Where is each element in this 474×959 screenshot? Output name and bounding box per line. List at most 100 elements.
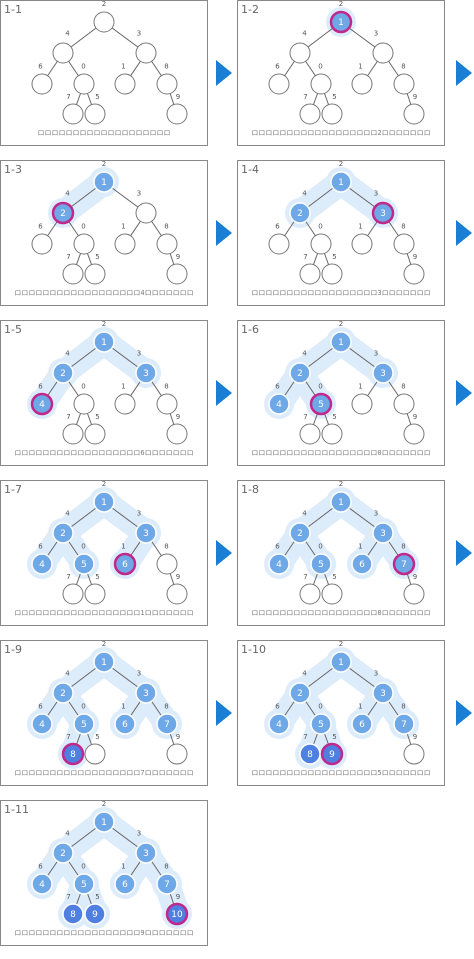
- visited-node: [330, 331, 352, 353]
- tree-node: [403, 263, 425, 285]
- edge-label: 6: [38, 703, 43, 711]
- edge-label: 8: [401, 63, 405, 71]
- edge-label: 0: [318, 63, 322, 71]
- node-order-label: 6: [122, 880, 128, 890]
- edge-label: 4: [65, 350, 70, 358]
- node-order-label: 1: [338, 178, 344, 188]
- node-order-label: 2: [60, 689, 66, 699]
- edge-label: 0: [81, 63, 85, 71]
- edge-label: 4: [302, 350, 307, 358]
- node-order-label: 10: [171, 910, 183, 920]
- tree-node: [310, 73, 332, 95]
- panel-caption: ロロロロロロロロロロロロロロロロロロ3ロロロロロロロ: [251, 289, 430, 297]
- tree-node: [31, 73, 53, 95]
- edge-label: 0: [81, 223, 85, 231]
- node-order-label: 3: [380, 369, 386, 379]
- panel-caption: ロロロロロロロロロロロロロロロロロロロ: [38, 129, 171, 137]
- visited-node: [31, 713, 53, 735]
- edge-label: 4: [302, 510, 307, 518]
- edge-label: 8: [164, 63, 168, 71]
- next-step-arrow: [456, 220, 472, 246]
- edge-label: 7: [303, 413, 307, 421]
- visited-node: [93, 331, 115, 353]
- visited-node: [351, 713, 373, 735]
- visited-node: [330, 651, 352, 673]
- node-order-label: 1: [338, 498, 344, 508]
- edge-label: 0: [81, 543, 85, 551]
- visited-node: [31, 553, 53, 575]
- edge-label: 6: [275, 543, 280, 551]
- root-label: 2: [102, 640, 106, 648]
- panel-caption: ロロロロロロロロロロロロロロロロロロ5ロロロロロロロ: [251, 769, 430, 777]
- node-order-label: 1: [101, 658, 107, 668]
- tree-node: [393, 233, 415, 255]
- tree-node: [84, 583, 106, 605]
- tree-node: [351, 393, 373, 415]
- panel-title: 1-2: [241, 3, 259, 16]
- tree-node: [393, 393, 415, 415]
- node-order-label: 5: [81, 720, 87, 730]
- node-order-label: 4: [39, 720, 45, 730]
- node-order-label: 2: [297, 209, 303, 219]
- tree-node: [62, 263, 84, 285]
- edge-label: 5: [95, 733, 99, 741]
- tree-node: [114, 393, 136, 415]
- edge-label: 3: [374, 670, 378, 678]
- visited-node: [135, 522, 157, 544]
- node-order-label: 6: [122, 720, 128, 730]
- panel-title: 1-10: [241, 643, 266, 656]
- node-order-label: 3: [380, 529, 386, 539]
- visited-node: [268, 553, 290, 575]
- node-order-label: 1: [338, 18, 344, 28]
- visited-node: [52, 842, 74, 864]
- edge-label: 1: [358, 543, 362, 551]
- node-order-label: 7: [401, 720, 407, 730]
- visited-node: [372, 682, 394, 704]
- visited-node: [73, 713, 95, 735]
- node-order-label: 8: [70, 750, 76, 760]
- next-step-arrow: [216, 220, 232, 246]
- tree-node: [93, 11, 115, 33]
- edge-label: 7: [66, 893, 70, 901]
- edge-label: 1: [121, 863, 125, 871]
- root-label: 2: [102, 480, 106, 488]
- edge-label: 8: [164, 703, 168, 711]
- root-label: 2: [102, 320, 106, 328]
- edge-label: 9: [413, 413, 417, 421]
- tree-node: [166, 583, 188, 605]
- edge-label: 9: [176, 733, 180, 741]
- edge-label: 0: [318, 703, 322, 711]
- edge-label: 3: [137, 670, 141, 678]
- edge-label: 7: [66, 253, 70, 261]
- node-order-label: 4: [276, 400, 282, 410]
- tree-node: [289, 42, 311, 64]
- edge-label: 9: [176, 413, 180, 421]
- next-step-arrow: [216, 60, 232, 86]
- tree-node: [156, 73, 178, 95]
- edge-label: 3: [137, 510, 141, 518]
- tree-node: [403, 423, 425, 445]
- visited-node: [268, 393, 290, 415]
- current-node: [51, 201, 75, 225]
- node-order-label: 5: [81, 880, 87, 890]
- edge-label: 0: [318, 383, 322, 391]
- edge-label: 0: [318, 223, 322, 231]
- root-label: 2: [339, 160, 343, 168]
- edge-label: 4: [65, 510, 70, 518]
- tree-node: [114, 233, 136, 255]
- edge-label: 7: [66, 93, 70, 101]
- node-order-label: 4: [39, 400, 45, 410]
- current-node: [329, 10, 353, 34]
- node-order-label: 3: [143, 369, 149, 379]
- tree-node: [114, 73, 136, 95]
- node-order-label: 1: [338, 338, 344, 348]
- root-label: 2: [339, 0, 343, 8]
- edge-label: 6: [275, 383, 280, 391]
- next-step-arrow: [216, 380, 232, 406]
- current-node: [61, 742, 85, 766]
